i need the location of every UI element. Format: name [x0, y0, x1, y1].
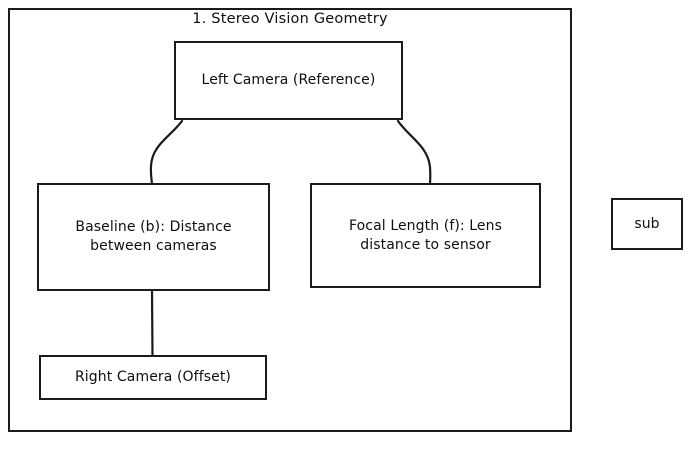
node-right-camera-label: Right Camera (Offset)	[74, 369, 231, 386]
node-right-camera[interactable]: Right Camera (Offset)	[39, 355, 267, 400]
node-left-camera[interactable]: Left Camera (Reference)	[174, 41, 403, 120]
node-baseline-label: Baseline (b): Distance between cameras	[75, 219, 232, 254]
diagram-title: 1. Stereo Vision Geometry	[192, 11, 388, 27]
node-focal-length-label: Focal Length (f): Lens distance to senso…	[348, 217, 503, 253]
node-sub-label: sub	[634, 215, 660, 232]
node-baseline[interactable]: Baseline (b): Distance between cameras	[37, 183, 270, 291]
node-focal-length[interactable]: Focal Length (f): Lens distance to senso…	[310, 183, 541, 288]
diagram-container-frame	[8, 8, 572, 432]
node-sub[interactable]: sub	[611, 198, 683, 250]
node-left-camera-label: Left Camera (Reference)	[201, 72, 376, 89]
